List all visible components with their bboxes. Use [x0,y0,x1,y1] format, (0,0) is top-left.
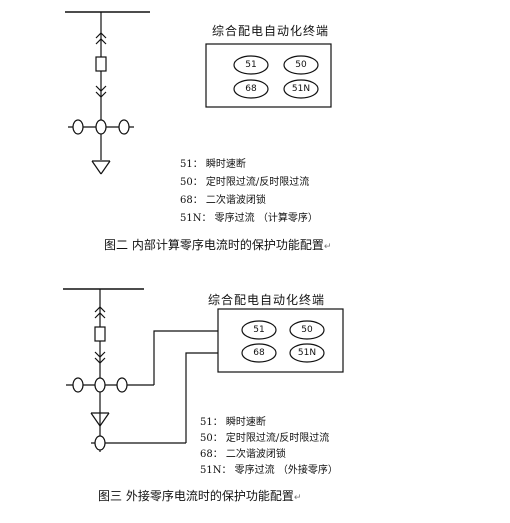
figure-caption: 图二 内部计算零序电流时的保护功能配置↵ [104,239,331,252]
figure-caption: 图三 外接零序电流时的保护功能配置↵ [98,490,301,503]
legend-item: 68： 二次谐波闭锁 [180,195,266,206]
circuit-breaker-icon [95,56,107,72]
zero-sequence-wiring [185,352,218,443]
relay-label-51: 51 [253,325,265,335]
circuit-breaker-icon [94,326,106,342]
relay-51 [233,55,269,75]
current-transformer-icon [68,119,134,135]
load-arrow-icon [91,160,111,175]
return-mark-icon: ↵ [323,242,332,252]
disconnect-lower-icon [95,85,107,98]
relay-label-68: 68 [253,348,265,358]
legend-item: 51N： 零序过流 （计算零序） [180,213,318,224]
terminal-title: 综合配电自动化终端 [208,293,326,307]
phase-ct-wiring [153,330,218,385]
relay-51n [289,343,325,363]
return-mark-icon: ↵ [293,493,302,503]
relay-label-51n: 51N [291,84,311,94]
caption-text: 图三 外接零序电流时的保护功能配置 [98,489,294,503]
figure2-single-line [63,288,186,452]
caption-text: 图二 内部计算零序电流时的保护功能配置 [104,238,324,252]
legend-item: 50： 定时限过流/反时限过流 [200,433,330,444]
terminal-box [205,43,332,108]
relay-51n [283,79,319,99]
disconnect-upper-icon [95,32,107,45]
legend-item: 51N： 零序过流 （外接零序） [200,465,338,476]
relay-68 [241,343,277,363]
relay-label-68: 68 [245,84,257,94]
legend-item: 51： 瞬时速断 [180,159,246,170]
relay-50 [289,320,325,340]
current-transformer-icon [66,377,154,393]
relay-label-50: 50 [295,60,307,70]
legend-item: 50： 定时限过流/反时限过流 [180,177,310,188]
disconnect-lower-icon [94,351,106,364]
figure1-single-line [65,11,150,175]
legend-item: 51： 瞬时速断 [200,417,266,428]
terminal-title: 综合配电自动化终端 [212,24,330,38]
figure1-terminal [205,43,332,108]
relay-label-51: 51 [245,60,257,70]
disconnect-upper-icon [94,306,106,319]
legend-item: 68： 二次谐波闭锁 [200,449,286,460]
relay-51 [241,320,277,340]
relay-label-51n: 51N [297,348,317,358]
relay-50 [283,55,319,75]
load-arrow-icon [90,412,110,427]
figure2-terminal [153,308,344,443]
terminal-box [217,308,344,373]
relay-label-50: 50 [301,325,313,335]
zero-sequence-ct-icon [91,435,186,451]
relay-68 [233,79,269,99]
